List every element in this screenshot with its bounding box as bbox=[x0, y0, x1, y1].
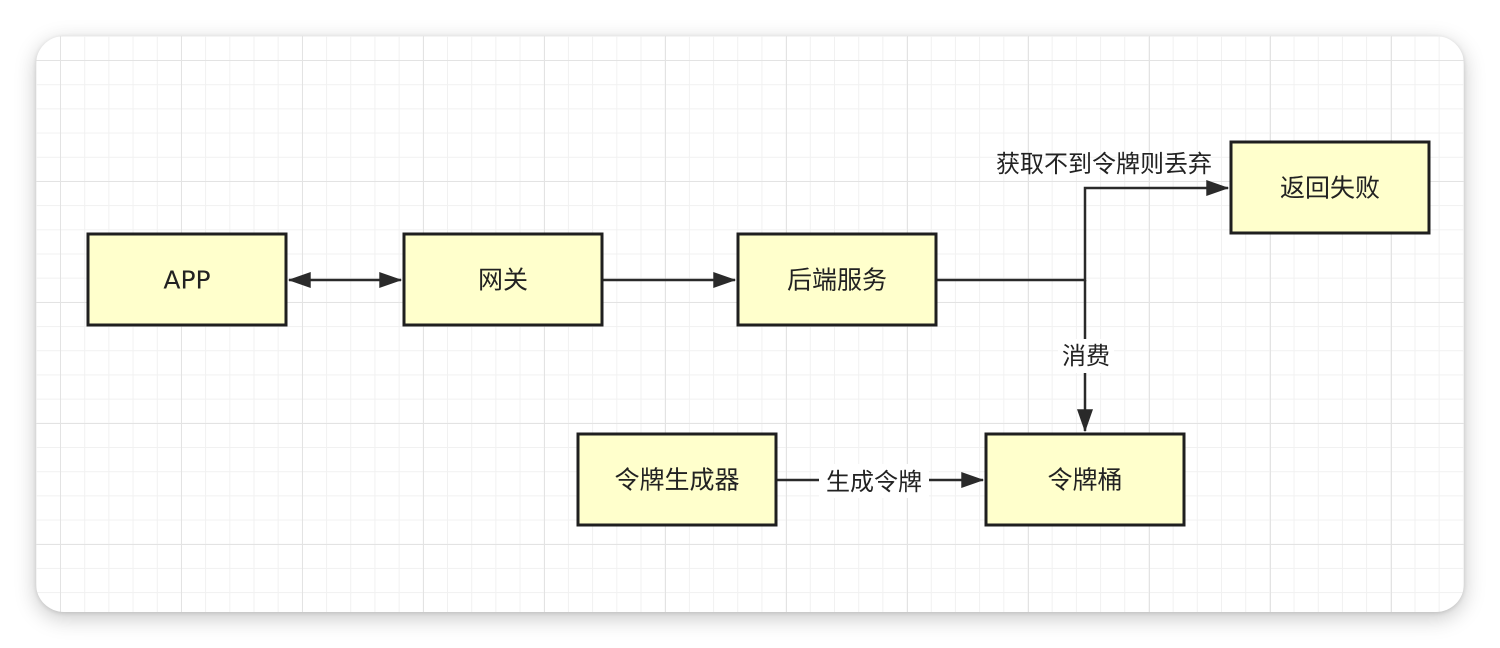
node-generator-label: 令牌生成器 bbox=[614, 466, 739, 495]
generate-label: 生成令牌 bbox=[819, 464, 929, 498]
node-bucket-label: 令牌桶 bbox=[1047, 466, 1122, 495]
node-generator[interactable]: 令牌生成器 bbox=[576, 432, 778, 527]
node-fail-label: 返回失败 bbox=[1280, 174, 1380, 203]
discard-label: 获取不到令牌则丢弃 bbox=[996, 150, 1212, 178]
node-gateway-label: 网关 bbox=[478, 266, 528, 295]
discard-label-text: 获取不到令牌则丢弃 bbox=[996, 150, 1212, 178]
node-app-label: APP bbox=[163, 266, 210, 295]
node-gateway[interactable]: 网关 bbox=[402, 232, 604, 327]
node-app[interactable]: APP bbox=[86, 232, 288, 327]
generate-label-text: 生成令牌 bbox=[826, 468, 922, 496]
node-bucket[interactable]: 令牌桶 bbox=[984, 432, 1186, 527]
consume-label-text: 消费 bbox=[1062, 342, 1110, 370]
node-backend[interactable]: 后端服务 bbox=[736, 232, 938, 327]
node-fail[interactable]: 返回失败 bbox=[1229, 140, 1431, 235]
edge-backend-fail bbox=[937, 180, 1230, 282]
node-backend-label: 后端服务 bbox=[787, 266, 887, 295]
consume-label: 消费 bbox=[1058, 339, 1114, 373]
